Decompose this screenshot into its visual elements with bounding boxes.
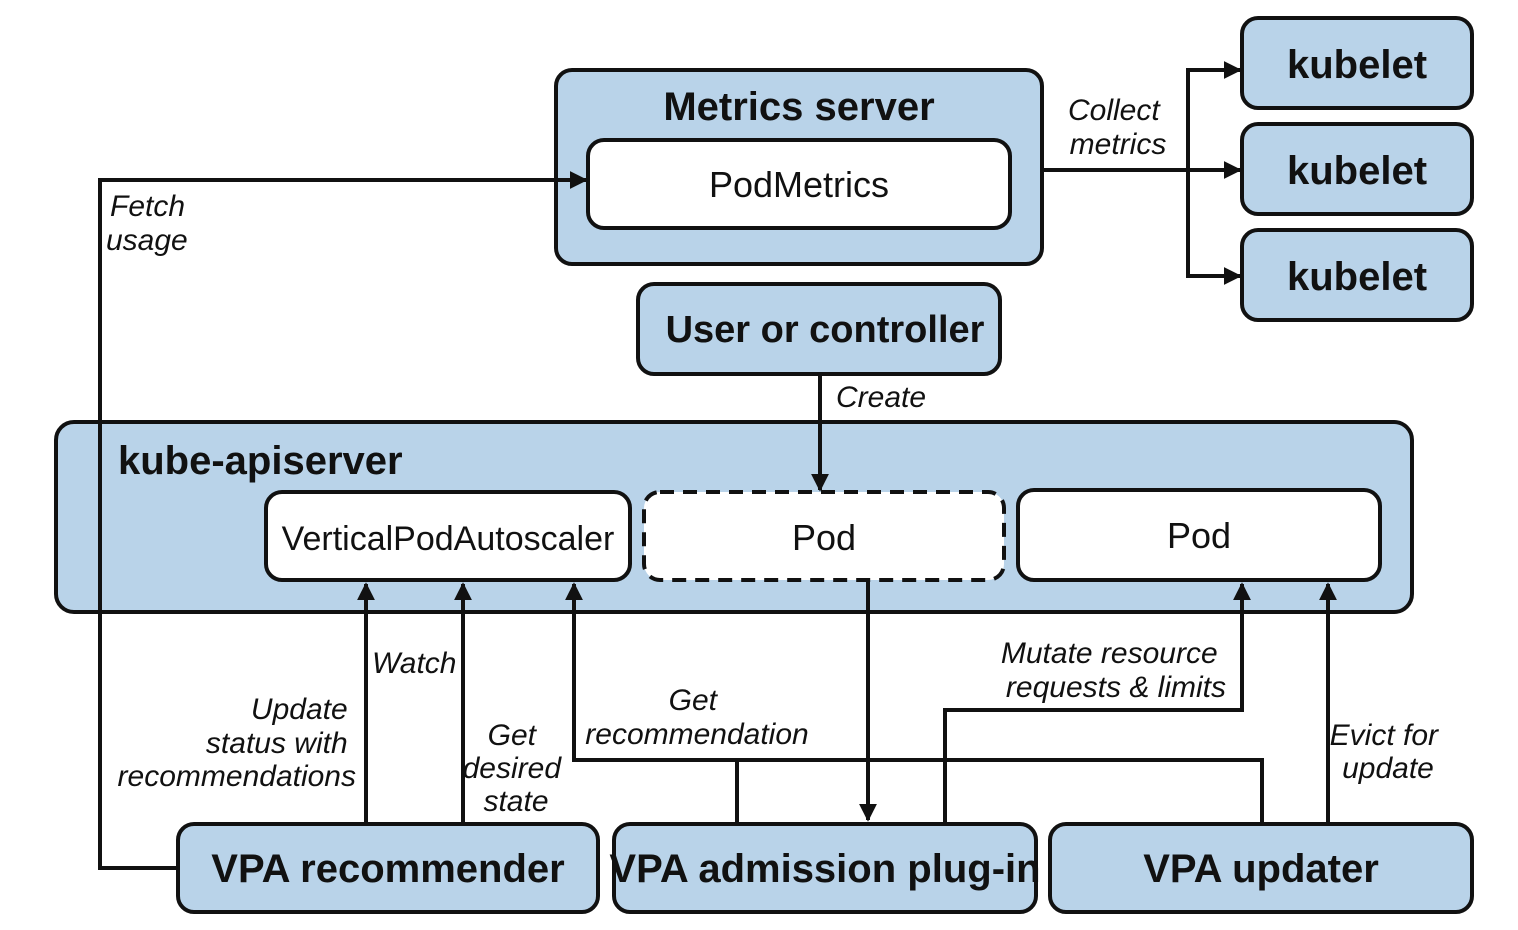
pod-label: Pod <box>1167 515 1231 556</box>
update-status-label: Update status with recommendations <box>118 693 356 793</box>
kubelet-node-1: kubelet <box>1240 16 1474 110</box>
kube-apiserver-node: kube-apiserver VerticalPodAutoscaler Pod… <box>54 420 1414 614</box>
kubelet-node-3: kubelet <box>1240 228 1474 322</box>
pod-metrics-label: PodMetrics <box>709 164 889 205</box>
kubelet-node-2: kubelet <box>1240 122 1474 216</box>
get-recommendation-edge <box>565 582 1264 824</box>
create-label: Create <box>836 381 926 414</box>
collect-metrics-branch-top <box>1186 61 1242 170</box>
kubelet-2-label: kubelet <box>1287 149 1427 193</box>
watch-label: Watch <box>372 647 456 680</box>
kubelet-1-label: kubelet <box>1287 43 1427 87</box>
collect-metrics-branch-bottom <box>1186 170 1242 285</box>
user-or-controller-node: User or controller <box>636 282 1002 376</box>
pod-pending-label: Pod <box>792 517 856 558</box>
mutate-resource-label: Mutate resource requests & limits <box>1001 637 1226 704</box>
vpa-admission-plugin-node: VPA admission plug-in <box>609 822 1041 914</box>
pod-metrics-node <box>586 138 1012 230</box>
vpa-updater-node: VPA updater <box>1048 822 1474 914</box>
fetch-usage-edge <box>98 171 588 870</box>
pod-pending-node: Pod <box>642 490 1006 582</box>
vpa-updater-label: VPA updater <box>1143 847 1379 891</box>
get-recommendation-label: Get recommendation <box>585 684 808 751</box>
mutate-resource-edge <box>943 582 1251 824</box>
vpa-admission-plugin-label: VPA admission plug-in <box>609 847 1040 891</box>
fetch-usage-label: Fetch usage <box>106 190 193 257</box>
vertical-pod-autoscaler-node: VerticalPodAutoscaler <box>264 490 632 582</box>
get-desired-state-label: Get desired state <box>463 719 570 818</box>
collect-metrics-label: Collect metrics <box>1068 94 1168 161</box>
metrics-server-node: Metrics server PodMetrics <box>554 68 1044 266</box>
vpa-recommender-node: VPA recommender <box>176 822 600 914</box>
kubelet-3-label: kubelet <box>1287 255 1427 299</box>
kube-apiserver-title: kube-apiserver <box>118 439 403 483</box>
evict-for-update-label: Evict for update <box>1330 719 1447 785</box>
vertical-pod-autoscaler-label: VerticalPodAutoscaler <box>282 520 615 558</box>
pod-node: Pod <box>1016 488 1382 582</box>
vpa-recommender-label: VPA recommender <box>211 847 564 891</box>
metrics-server-title: Metrics server <box>663 85 934 129</box>
user-or-controller-label: User or controller <box>666 309 985 351</box>
